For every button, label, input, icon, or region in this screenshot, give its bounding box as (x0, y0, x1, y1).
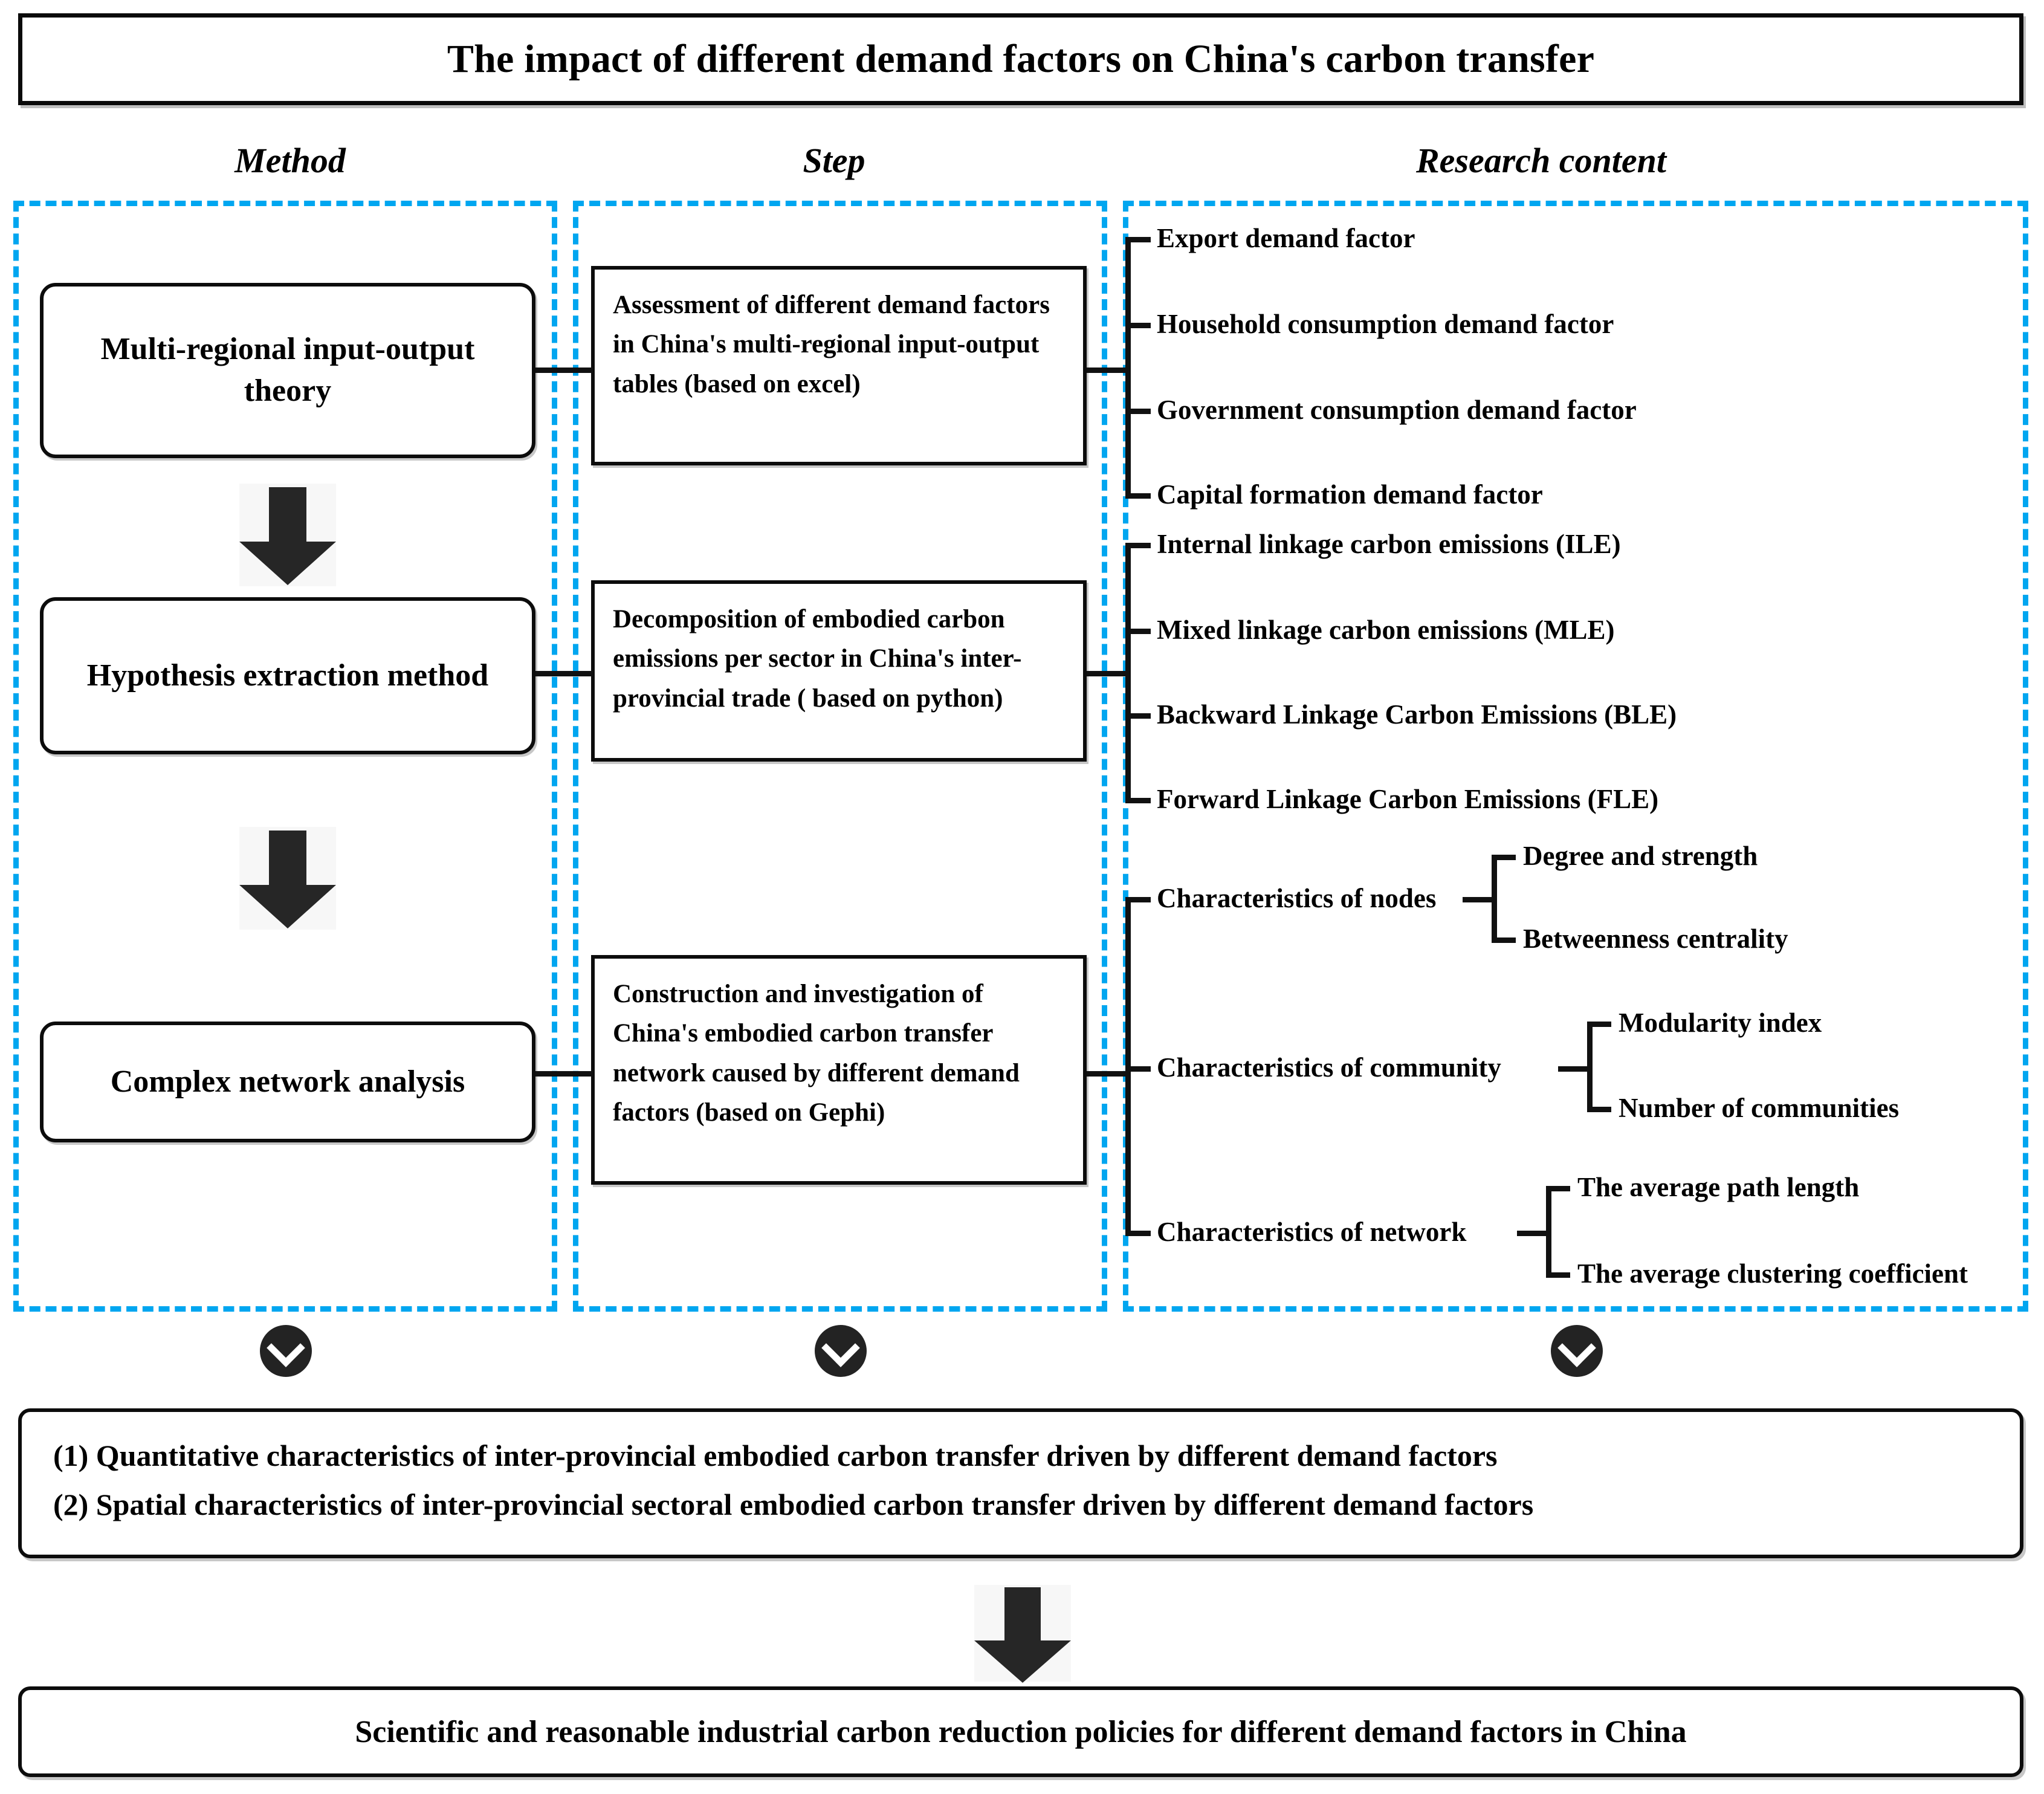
down-arrow-icon-1 (239, 484, 336, 586)
panel-method (13, 201, 557, 1312)
chevron-down-icon-step[interactable] (815, 1325, 867, 1377)
research-leaf-1-4: Capital formation demand factor (1157, 479, 1543, 510)
column-header-research-content: Research content (1415, 141, 1667, 180)
research-leaf-1-2: Household consumption demand factor (1157, 309, 1614, 339)
down-arrow-icon-3 (974, 1585, 1071, 1683)
subbrace-nodes-spine (1492, 855, 1497, 943)
brace-group-1-spine (1125, 237, 1131, 498)
method-box-2-label: Hypothesis extraction method (86, 658, 489, 693)
research-subleaf-3-3-2: The average clustering coefficient (1577, 1258, 1968, 1289)
brace-group-1-arm-3 (1125, 409, 1151, 414)
brace-group-1-arm-2 (1125, 323, 1151, 328)
chevron-down-icon-research[interactable] (1551, 1325, 1603, 1377)
connector-step2-group2 (1087, 671, 1130, 676)
step-box-2-label: Decomposition of embodied carbon emissio… (613, 605, 1022, 713)
connector-method2-step2 (535, 671, 593, 676)
subbrace-network-arm-1 (1546, 1186, 1570, 1191)
subbrace-nodes-arm-2 (1492, 937, 1516, 943)
brace-group-2-arm-1 (1125, 543, 1151, 548)
subbrace-nodes-stem (1463, 897, 1492, 902)
method-box-1-label: Multi-regional input-output theory (100, 332, 475, 408)
brace-group-3-arm-2 (1125, 1066, 1151, 1072)
research-leaf-2-1: Internal linkage carbon emissions (ILE) (1157, 529, 1621, 559)
research-leaf-3-3: Characteristics of network (1157, 1217, 1467, 1247)
brace-group-2-arm-3 (1125, 713, 1151, 719)
subbrace-community-stem (1558, 1066, 1587, 1072)
brace-group-2-arm-4 (1125, 798, 1151, 803)
results-box: (1) Quantitative characteristics of inte… (18, 1408, 2023, 1558)
chevron-down-icon-method[interactable] (260, 1325, 312, 1377)
method-box-1[interactable]: Multi-regional input-output theory (40, 283, 535, 458)
subbrace-network-arm-2 (1546, 1272, 1570, 1278)
step-box-3[interactable]: Construction and investigation of China'… (591, 955, 1087, 1185)
research-subleaf-3-3-1: The average path length (1577, 1172, 1860, 1202)
brace-group-3-arm-3 (1125, 1231, 1151, 1236)
brace-group-1-arm-4 (1125, 493, 1151, 499)
column-header-method: Method (234, 141, 346, 180)
subbrace-community-arm-1 (1587, 1022, 1611, 1027)
research-leaf-2-3: Backward Linkage Carbon Emissions (BLE) (1157, 699, 1677, 730)
research-subleaf-3-1-1: Degree and strength (1523, 841, 1758, 871)
connector-step3-group3 (1087, 1071, 1130, 1077)
panel-step (573, 201, 1107, 1312)
column-header-step: Step (803, 141, 865, 180)
research-leaf-3-1: Characteristics of nodes (1157, 883, 1437, 913)
conclusion-box: Scientific and reasonable industrial car… (18, 1686, 2023, 1777)
research-leaf-3-2: Characteristics of community (1157, 1052, 1501, 1083)
step-box-3-label: Construction and investigation of China'… (613, 980, 1020, 1127)
subbrace-network-stem (1517, 1231, 1546, 1236)
subbrace-network-spine (1546, 1186, 1551, 1278)
method-box-2[interactable]: Hypothesis extraction method (40, 597, 535, 754)
brace-group-3-arm-1 (1125, 897, 1151, 902)
method-box-3[interactable]: Complex network analysis (40, 1022, 535, 1142)
research-leaf-2-2: Mixed linkage carbon emissions (MLE) (1157, 615, 1615, 645)
subbrace-nodes-arm-1 (1492, 855, 1516, 860)
chart-title-box: The impact of different demand factors o… (18, 13, 2023, 105)
connector-step1-group1 (1087, 368, 1130, 373)
research-subleaf-3-2-1: Modularity index (1619, 1008, 1822, 1038)
research-subleaf-3-1-2: Betweenness centrality (1523, 924, 1788, 954)
brace-group-2-spine (1125, 543, 1131, 803)
page-title: The impact of different demand factors o… (447, 37, 1595, 81)
results-line-1: (1) Quantitative characteristics of inte… (53, 1439, 1498, 1472)
research-leaf-2-4: Forward Linkage Carbon Emissions (FLE) (1157, 784, 1659, 814)
brace-group-2-arm-2 (1125, 629, 1151, 634)
panel-research-content (1123, 201, 2028, 1312)
brace-group-1-arm-1 (1125, 237, 1151, 242)
connector-method3-step3 (535, 1071, 593, 1077)
step-box-1[interactable]: Assessment of different demand factors i… (591, 266, 1087, 465)
step-box-2[interactable]: Decomposition of embodied carbon emissio… (591, 580, 1087, 762)
conclusion-label: Scientific and reasonable industrial car… (355, 1714, 1687, 1749)
research-leaf-1-1: Export demand factor (1157, 223, 1415, 253)
research-leaf-1-3: Government consumption demand factor (1157, 395, 1637, 425)
step-box-1-label: Assessment of different demand factors i… (613, 291, 1050, 398)
research-subleaf-3-2-2: Number of communities (1619, 1093, 1900, 1123)
method-box-3-label: Complex network analysis (110, 1064, 465, 1099)
subbrace-community-arm-2 (1587, 1107, 1611, 1112)
down-arrow-icon-2 (239, 827, 336, 930)
results-line-2: (2) Spatial characteristics of inter-pro… (53, 1488, 1534, 1521)
connector-method1-step1 (535, 368, 593, 373)
subbrace-community-spine (1587, 1022, 1593, 1112)
